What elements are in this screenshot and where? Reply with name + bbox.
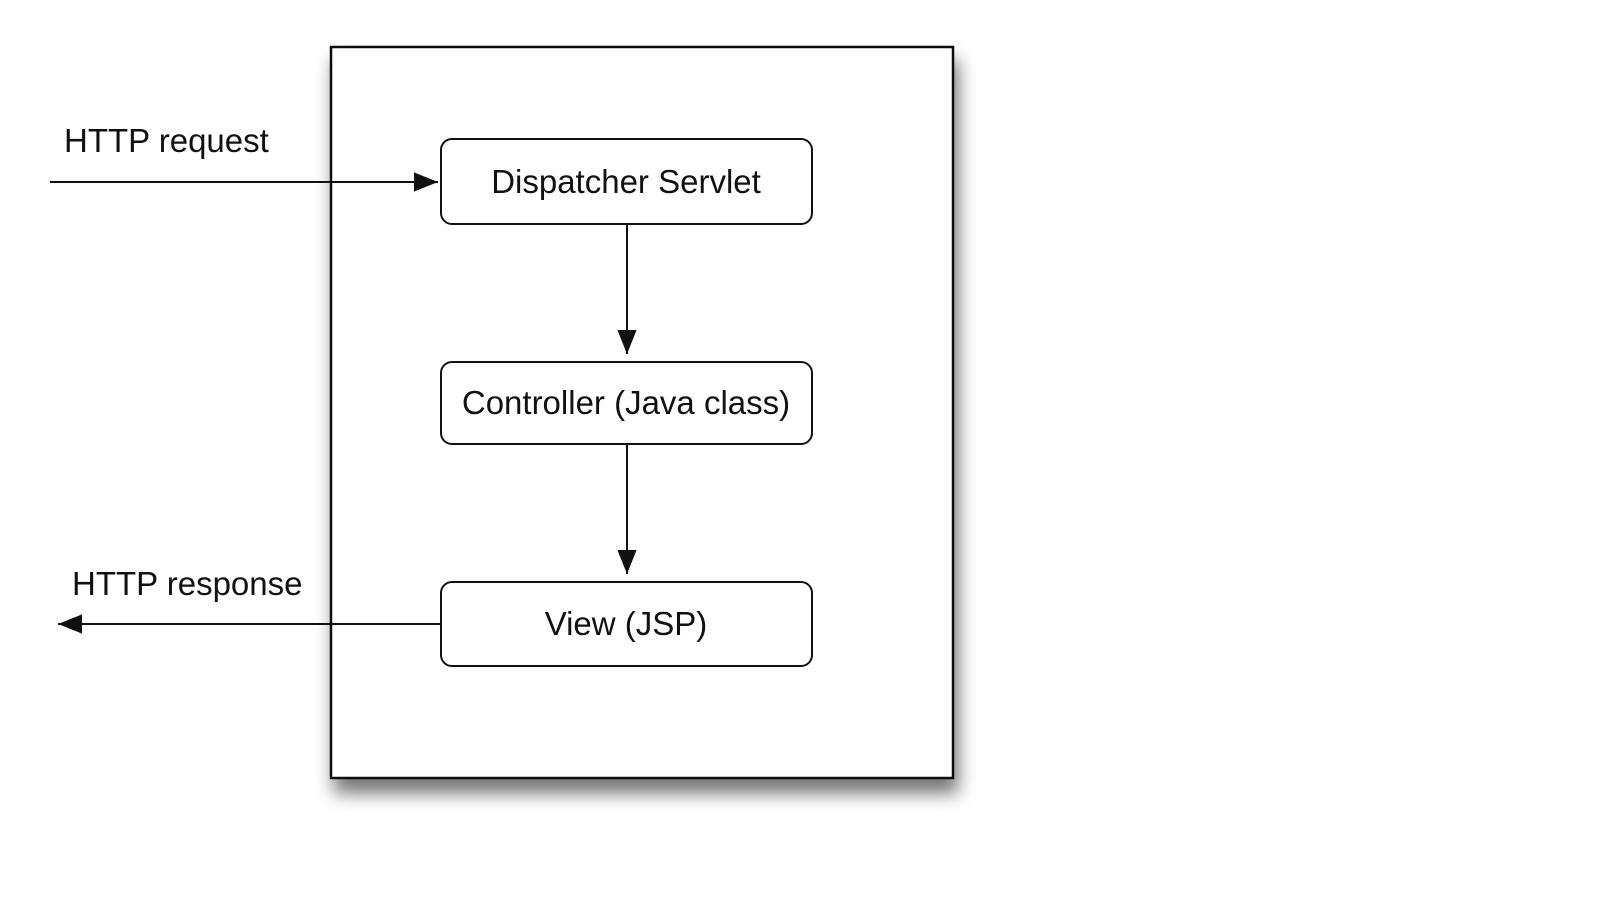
dispatcher-servlet-node: Dispatcher Servlet [440,138,813,225]
http-request-label: HTTP request [64,122,269,159]
http-response-label: HTTP response [72,565,302,602]
dispatcher-servlet-label: Dispatcher Servlet [491,163,761,200]
view-label: View (JSP) [545,605,708,642]
controller-label: Controller (Java class) [462,384,790,421]
controller-node: Controller (Java class) [440,361,813,445]
view-node: View (JSP) [440,581,813,667]
